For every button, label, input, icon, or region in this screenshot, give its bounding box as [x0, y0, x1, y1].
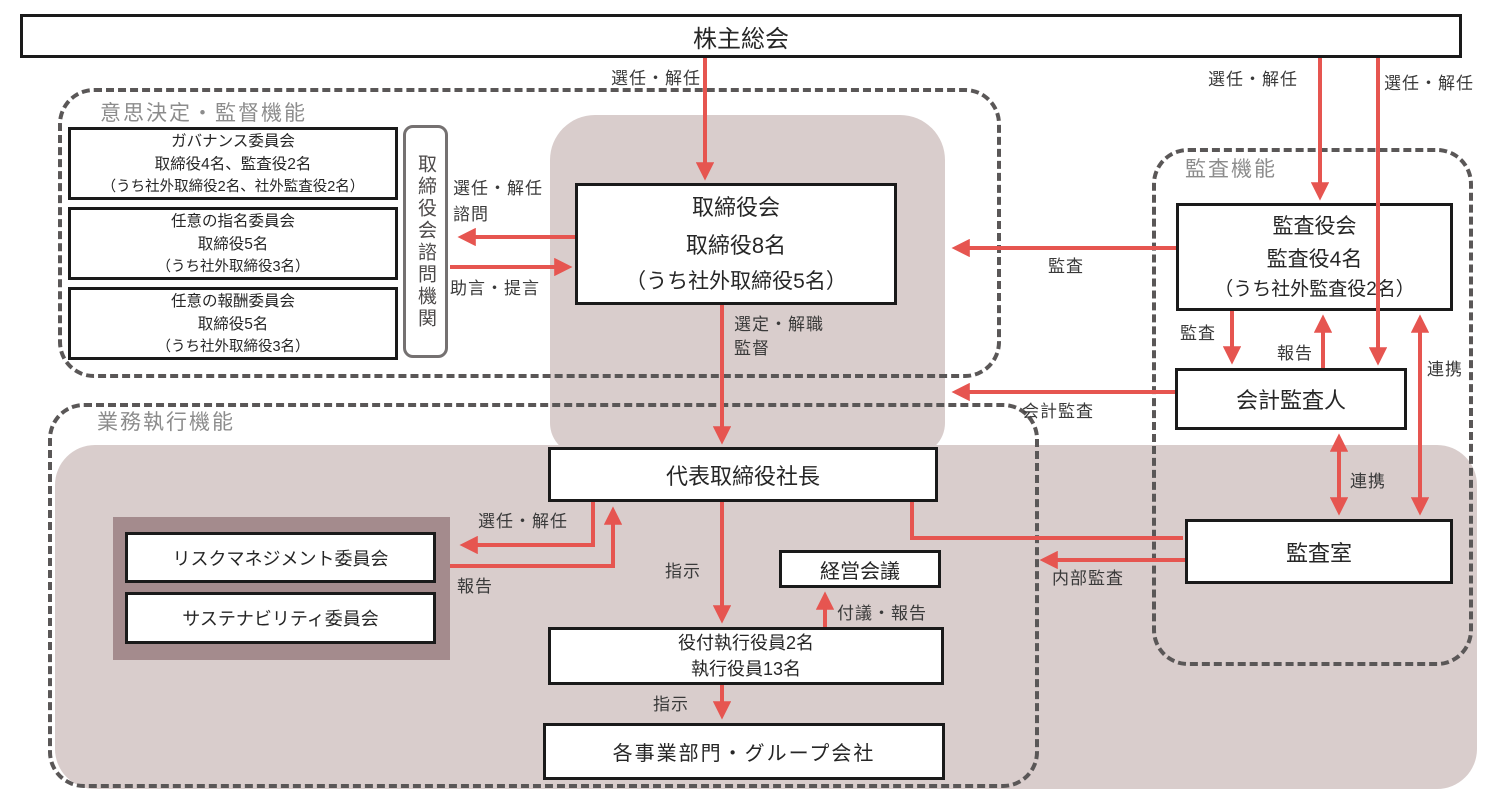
sustainability-committee-box: サステナビリティ委員会 [125, 592, 436, 644]
label-cooperation-tall: 連携 [1427, 360, 1463, 379]
label-supervise: 監督 [734, 339, 770, 358]
audit-supervisory-board-box: 監査役会 監査役4名 （うち社外監査役2名） [1176, 203, 1453, 311]
board-outside: （うち社外取締役5名） [625, 270, 847, 294]
governance-committee-members: 取締役4名、監査役2名 [154, 156, 312, 174]
audit-function-frame [1152, 148, 1473, 666]
business-divisions-label: 各事業部門・グループ会社 [612, 743, 876, 765]
label-instruct-1: 指示 [665, 562, 701, 581]
board-members: 取締役8名 [685, 233, 787, 259]
governance-committee-outside: （うち社外取締役2名、社外監査役2名） [101, 178, 365, 195]
governance-committee-title: ガバナンス委員会 [171, 133, 295, 151]
decision-section-label: 意思決定・監督機能 [100, 102, 307, 125]
decision-supervision-frame [58, 88, 1001, 378]
audit-board-members: 監査役4名 [1266, 247, 1363, 271]
sustainability-committee-label: サステナビリティ委員会 [182, 609, 379, 629]
label-accounting-audit: 会計監査 [1022, 402, 1094, 421]
label-cooperation-short: 連携 [1350, 472, 1386, 491]
accounting-auditor-label: 会計監査人 [1235, 388, 1346, 413]
label-instruct-2: 指示 [653, 695, 689, 714]
label-appoint-risk: 選任・解任 [478, 512, 568, 531]
board-advisory-body-label: 取締役会諮問機関 [415, 153, 436, 330]
audit-office-box: 監査室 [1185, 519, 1453, 584]
audit-board-title: 監査役会 [1272, 214, 1357, 238]
label-report-right: 報告 [1277, 344, 1313, 363]
business-divisions-box: 各事業部門・グループ会社 [543, 723, 945, 780]
label-report-left: 報告 [457, 577, 493, 596]
board-of-directors-box: 取締役会 取締役8名 （うち社外取締役5名） [575, 183, 897, 305]
executive-officers-line1: 役付執行役員2名 [677, 632, 814, 653]
nomination-committee-members: 取締役5名 [197, 236, 269, 254]
label-audit-small: 監査 [1180, 324, 1216, 343]
board-advisory-body-box: 取締役会諮問機関 [403, 125, 448, 358]
label-appoint-audit-board: 選任・解任 [1208, 70, 1298, 89]
nomination-committee-outside: （うち社外取締役3名） [156, 258, 310, 275]
shareholders-meeting-box: 株主総会 [20, 14, 1462, 58]
audit-office-label: 監査室 [1285, 540, 1352, 566]
audit-board-outside: （うち社外監査役2名） [1214, 278, 1415, 300]
risk-management-committee-box: リスクマネジメント委員会 [125, 532, 436, 583]
executive-officers-line2: 執行役員13名 [690, 659, 802, 679]
label-consult: 諮問 [453, 205, 489, 224]
label-appoint-board: 選任・解任 [611, 69, 701, 88]
accounting-auditor-box: 会計監査人 [1175, 368, 1407, 430]
label-select-dismiss: 選定・解職 [734, 315, 824, 334]
president-label: 代表取締役社長 [665, 463, 820, 489]
compensation-committee-box: 任意の報酬委員会 取締役5名 （うち社外取締役3名） [68, 287, 398, 360]
president-box: 代表取締役社長 [548, 447, 938, 502]
label-internal-audit: 内部監査 [1052, 569, 1124, 588]
compensation-committee-members: 取締役5名 [197, 316, 269, 334]
governance-committee-box: ガバナンス委員会 取締役4名、監査役2名 （うち社外取締役2名、社外監査役2名） [68, 127, 398, 200]
compensation-committee-title: 任意の報酬委員会 [170, 293, 295, 311]
execution-function-frame [48, 403, 1039, 788]
nomination-committee-box: 任意の指名委員会 取締役5名 （うち社外取締役3名） [68, 207, 398, 280]
management-meeting-label: 経営会議 [820, 560, 900, 583]
shareholders-meeting-label: 株主総会 [693, 25, 789, 53]
label-audit-to-board: 監査 [1048, 257, 1084, 276]
execution-section-label: 業務執行機能 [97, 411, 235, 434]
executive-officers-box: 役付執行役員2名 執行役員13名 [548, 627, 944, 685]
management-meeting-box: 経営会議 [779, 550, 941, 588]
board-title: 取締役会 [691, 195, 780, 221]
label-submit-report: 付議・報告 [837, 604, 927, 623]
label-appoint-accounting: 選任・解任 [1384, 74, 1474, 93]
audit-section-label: 監査機能 [1185, 158, 1277, 181]
label-appoint-advisory: 選任・解任 [453, 179, 543, 198]
risk-management-committee-label: リスクマネジメント委員会 [172, 548, 389, 569]
compensation-committee-outside: （うち社外取締役3名） [156, 338, 310, 355]
label-advice: 助言・提言 [450, 279, 540, 298]
nomination-committee-title: 任意の指名委員会 [170, 213, 295, 231]
